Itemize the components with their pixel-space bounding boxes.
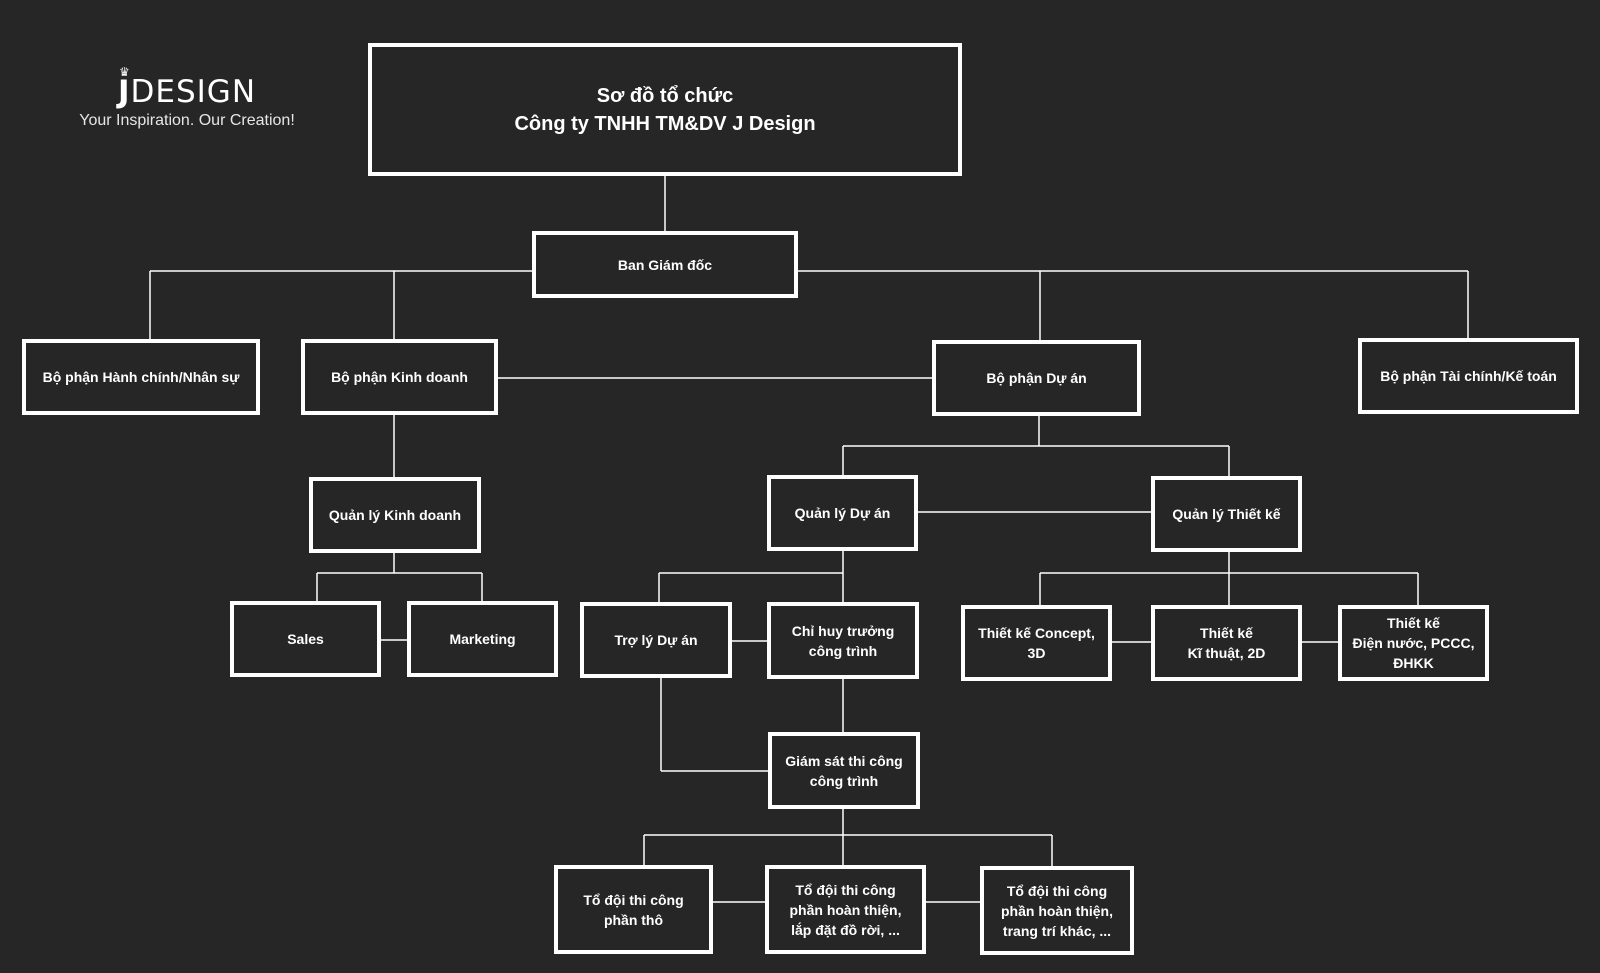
node-sales: Sales bbox=[230, 601, 381, 677]
node-project-dept: Bộ phận Dự án bbox=[932, 340, 1141, 416]
node-site-commander: Chỉ huy trưởng công trình bbox=[767, 602, 919, 679]
node-project-manager: Quản lý Dự án bbox=[767, 475, 918, 551]
node-hr-dept: Bộ phận Hành chính/Nhân sự bbox=[22, 339, 260, 415]
logo-wordmark: ♛JDESIGN bbox=[117, 65, 257, 110]
logo-tagline: Your Inspiration. Our Creation! bbox=[79, 112, 295, 129]
node-design-technical: Thiết kế Kĩ thuật, 2D bbox=[1151, 605, 1302, 681]
node-team-finishing: Tổ đội thi công phần hoàn thiện, lắp đặt… bbox=[765, 865, 926, 954]
node-finance-dept: Bộ phận Tài chính/Kế toán bbox=[1358, 338, 1579, 414]
node-team-decoration: Tổ đội thi công phần hoàn thiện, trang t… bbox=[980, 866, 1134, 955]
node-design-mep: Thiết kế Điện nước, PCCC, ĐHKK bbox=[1338, 605, 1489, 681]
node-site-supervisor: Giám sát thi công công trình bbox=[768, 732, 920, 809]
node-board: Ban Giám đốc bbox=[532, 231, 798, 298]
node-sales-dept: Bộ phận Kinh doanh bbox=[301, 339, 498, 415]
node-team-rough: Tổ đội thi công phần thô bbox=[554, 865, 713, 954]
node-marketing: Marketing bbox=[407, 601, 558, 677]
node-design-concept: Thiết kế Concept, 3D bbox=[961, 605, 1112, 681]
crown-icon: ♛ bbox=[118, 65, 131, 79]
node-project-assistant: Trợ lý Dự án bbox=[580, 602, 732, 678]
node-design-manager: Quản lý Thiết kế bbox=[1151, 476, 1302, 552]
node-sales-manager: Quản lý Kinh doanh bbox=[309, 477, 481, 553]
chart-title-box: Sơ đồ tổ chức Công ty TNHH TM&DV J Desig… bbox=[368, 43, 962, 176]
company-logo: ♛JDESIGN Your Inspiration. Our Creation! bbox=[62, 65, 312, 130]
